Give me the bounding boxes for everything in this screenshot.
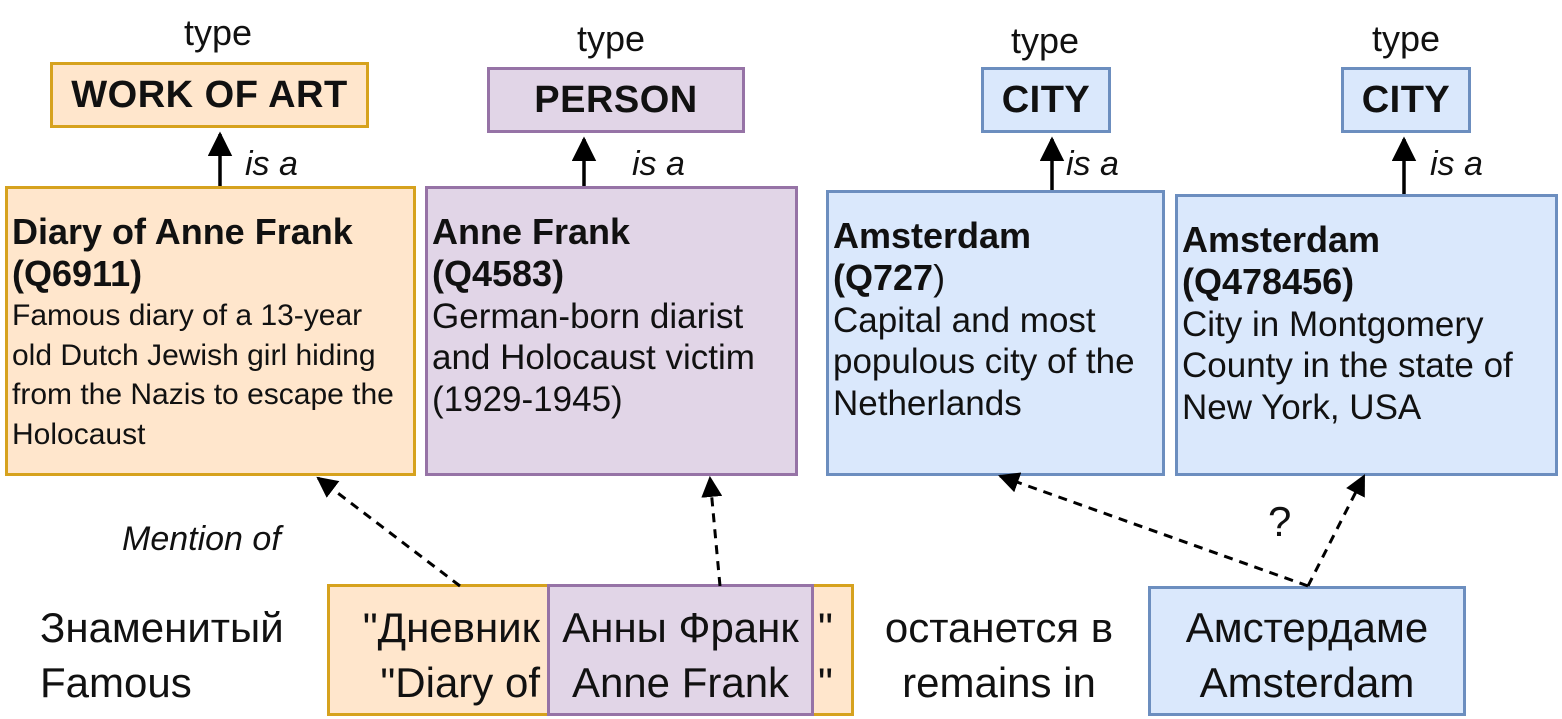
mention-arrow-diary	[316, 476, 461, 588]
entity-title: Amsterdam	[1182, 219, 1381, 260]
sentence-word-amsterdam: Амстердаме Amsterdam	[1151, 600, 1463, 711]
isa-label-4: is a	[1430, 145, 1483, 183]
entity-title: Diary of Anne Frank	[12, 211, 353, 252]
word-ru: Амстердаме	[1185, 604, 1429, 651]
sentence-word-remains-in: останется в remains in	[868, 600, 1130, 711]
entity-qid: (Q6911)	[12, 253, 143, 295]
sentence-word-anne-frank: Анны Франк Anne Frank	[553, 600, 808, 711]
type-box-person: PERSON	[487, 67, 745, 133]
mention-arrow-amsterdam-q478456	[1306, 474, 1366, 587]
word-en: remains in	[902, 659, 1096, 707]
entity-box-amsterdam-q727: Amsterdam (Q727) Capital and most populo…	[826, 190, 1165, 476]
word-ru: останется в	[884, 604, 1114, 651]
type-box-city-1: CITY	[981, 67, 1111, 133]
word-en: "	[818, 659, 833, 707]
mention-box-anne-frank	[547, 584, 814, 716]
entity-box-anne-frank: Anne Frank (Q4583) German-born diarist a…	[425, 186, 798, 476]
isa-label-2: is a	[632, 145, 685, 183]
type-label-4: type	[1371, 18, 1441, 59]
word-en: Amsterdam	[1199, 659, 1415, 707]
word-en: "Diary of	[380, 659, 540, 707]
word-ru: "	[818, 604, 833, 651]
entity-qid-tail: )	[933, 257, 946, 299]
isa-label-1: is a	[245, 145, 298, 183]
mention-arrow-anne-frank	[701, 475, 723, 587]
word-ru: Анны Франк	[562, 604, 799, 651]
mention-arrow-amsterdam-q727	[998, 472, 1309, 588]
type-label-2: type	[576, 18, 646, 59]
word-en: Anne Frank	[571, 659, 790, 707]
word-ru: "Дневник	[362, 604, 540, 651]
type-label-3: type	[1010, 20, 1080, 61]
entity-box-diary-of-anne-frank: Diary of Anne Frank (Q6911) Famous diary…	[5, 186, 416, 476]
entity-qid: (Q4583)	[432, 253, 565, 295]
type-box-city-2: CITY	[1341, 67, 1471, 133]
entity-title: Anne Frank	[432, 211, 631, 252]
type-box-work-of-art: WORK OF ART	[50, 62, 369, 128]
entity-title: Amsterdam	[833, 215, 1032, 256]
entity-description: Capital and most populous city of the Ne…	[833, 300, 1135, 423]
word-ru: Знаменитый	[40, 604, 284, 651]
question-mark: ?	[1268, 498, 1292, 545]
entity-qid: (Q478456)	[1182, 261, 1355, 303]
sentence-word-diary: "Дневник "Diary of	[340, 600, 540, 711]
entity-description: City in Montgomery County in the state o…	[1182, 304, 1513, 427]
mention-of-label: Mention of	[122, 520, 281, 558]
sentence-word-quote: " "	[818, 600, 833, 711]
mention-box-amsterdam	[1148, 586, 1466, 716]
isa-label-3: is a	[1066, 145, 1119, 183]
word-en: Famous	[40, 659, 192, 707]
sentence-word-famous: Знаменитый Famous	[40, 600, 284, 711]
entity-box-amsterdam-q478456: Amsterdam (Q478456) City in Montgomery C…	[1175, 194, 1558, 476]
entity-description: Famous diary of a 13-year old Dutch Jewi…	[12, 298, 394, 451]
entity-qid: (Q727	[833, 257, 934, 299]
type-label-1: type	[183, 12, 253, 53]
entity-description: German-born diarist and Holocaust victim…	[432, 296, 755, 419]
